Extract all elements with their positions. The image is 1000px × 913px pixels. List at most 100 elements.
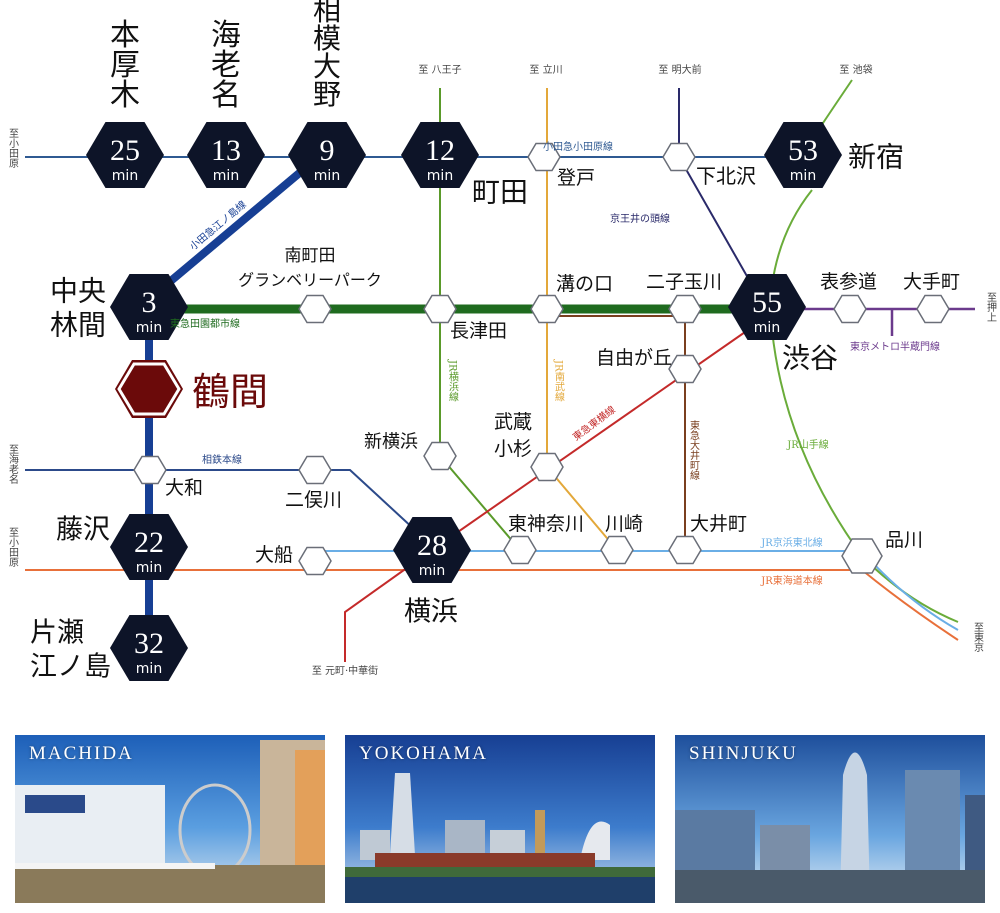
station-name-char: 厚 (110, 48, 140, 83)
station-hex-marker (393, 517, 471, 583)
minutes-unit: min (314, 168, 340, 184)
station-higashi-kanagawa[interactable]: 東神奈川 (503, 513, 584, 565)
station-name: 町田 (472, 176, 528, 209)
station-name-char: 模 (313, 22, 341, 55)
station-name-char: 野 (313, 78, 341, 111)
station-hex-marker (668, 535, 702, 565)
station-noborito[interactable]: 登戸 (527, 142, 595, 190)
station-tsuruma[interactable]: 鶴間 (115, 360, 268, 418)
station-hex-marker (86, 122, 164, 188)
station-name: 本厚木 (110, 18, 140, 113)
station-mizonokuchi[interactable]: 溝の口 (530, 273, 613, 324)
direction-label-motomachi: 至 元町·中華街 (312, 664, 378, 677)
station-hex-marker (662, 142, 696, 172)
photo-caption: YOKOHAMA (359, 743, 488, 764)
station-name: 相模大野 (313, 0, 341, 111)
machida-buildings (15, 740, 325, 903)
minutes-unit: min (136, 560, 162, 576)
station-name: グランベリーパーク (238, 271, 382, 290)
station-name: 溝の口 (556, 273, 613, 295)
station-otemachi[interactable]: 大手町 (903, 271, 960, 324)
minutes-unit: min (419, 563, 445, 579)
station-hex-marker (764, 122, 842, 188)
direction-label-meidaimae: 至 明大前 (658, 63, 701, 76)
travel-minutes: 3 (142, 286, 157, 319)
station-oimachi[interactable]: 大井町 (668, 513, 747, 565)
station-name: 登戸 (557, 167, 595, 189)
station-hex-marker (298, 546, 332, 576)
direction-label-tokyo: 至東京 (972, 622, 984, 653)
line-label-tokaido: JR東海道本線 (760, 574, 823, 587)
station-hex-marker (423, 441, 457, 471)
station-hex-marker (600, 535, 634, 565)
line-label-yokohama: JR横浜線 (447, 359, 459, 402)
station-futamatagawa[interactable]: 二俣川 (285, 455, 342, 512)
home-station-marker (117, 362, 181, 416)
photo-machida: MACHIDA (15, 735, 325, 903)
yokohama-buildings (345, 773, 655, 903)
station-omotesando[interactable]: 表参道 (820, 271, 877, 324)
station-ofuna[interactable]: 大船 (255, 544, 332, 576)
station-name: 新宿 (848, 141, 904, 174)
minutes-unit: min (427, 168, 453, 184)
station-hex-marker (133, 455, 167, 485)
station-nagatsuta[interactable]: 長津田 (423, 294, 507, 343)
tokyu-toyoko-line (344, 329, 749, 662)
station-name: 海老名 (211, 18, 241, 113)
station-jiyugaoka[interactable]: 自由が丘 (596, 347, 702, 384)
direction-label-oshiage: 至押上 (985, 292, 997, 322)
minutes-unit: min (213, 168, 239, 184)
station-name: 中央 (50, 275, 106, 308)
minutes-unit: min (136, 661, 162, 677)
station-hex-marker (298, 294, 332, 324)
minutes-unit: min (790, 168, 816, 184)
travel-minutes: 28 (417, 529, 447, 562)
shinjuku-buildings (675, 752, 985, 903)
direction-label-ebina: 至海老名 (7, 444, 19, 485)
line-label-dento: 東急田園都市線 (170, 317, 240, 330)
line-label-oimachi: 東急大井町線 (688, 419, 700, 480)
station-name: 小杉 (494, 438, 532, 460)
station-yamato[interactable]: 大和 (133, 455, 203, 500)
station-name: 二俣川 (285, 489, 342, 511)
station-shimokitazawa[interactable]: 下北沢 (662, 142, 756, 189)
photo-caption: SHINJUKU (689, 743, 798, 764)
station-kawasaki[interactable]: 川崎 (600, 513, 643, 565)
station-hex-marker (423, 294, 457, 324)
travel-minutes: 55 (752, 286, 782, 319)
travel-minutes: 9 (320, 134, 335, 167)
station-name: 大和 (165, 477, 203, 499)
station-name: 林間 (50, 309, 106, 342)
station-name: 品川 (885, 529, 923, 551)
station-name-char: 相 (313, 0, 341, 27)
photo-shinjuku: SHINJUKU (675, 735, 985, 903)
station-futako[interactable]: 二子玉川 (646, 271, 722, 324)
station-hex-marker (530, 294, 564, 324)
station-name: 川崎 (605, 513, 643, 535)
station-name-char: 本 (110, 18, 140, 53)
station-name: 新横浜 (364, 432, 418, 453)
photo-caption: MACHIDA (29, 743, 134, 764)
minutes-unit: min (136, 320, 162, 336)
line-label-keihin: JR京浜東北線 (760, 536, 823, 549)
station-name-char: 海 (211, 18, 241, 53)
station-hex-marker (668, 294, 702, 324)
station-hex-marker (916, 294, 950, 324)
station-name: 武蔵 (494, 411, 532, 433)
station-name: 大井町 (690, 513, 747, 535)
station-shinagawa[interactable]: 品川 (841, 529, 923, 574)
station-name-char: 名 (211, 78, 241, 113)
station-shin-yokohama[interactable]: 新横浜 (364, 432, 457, 471)
